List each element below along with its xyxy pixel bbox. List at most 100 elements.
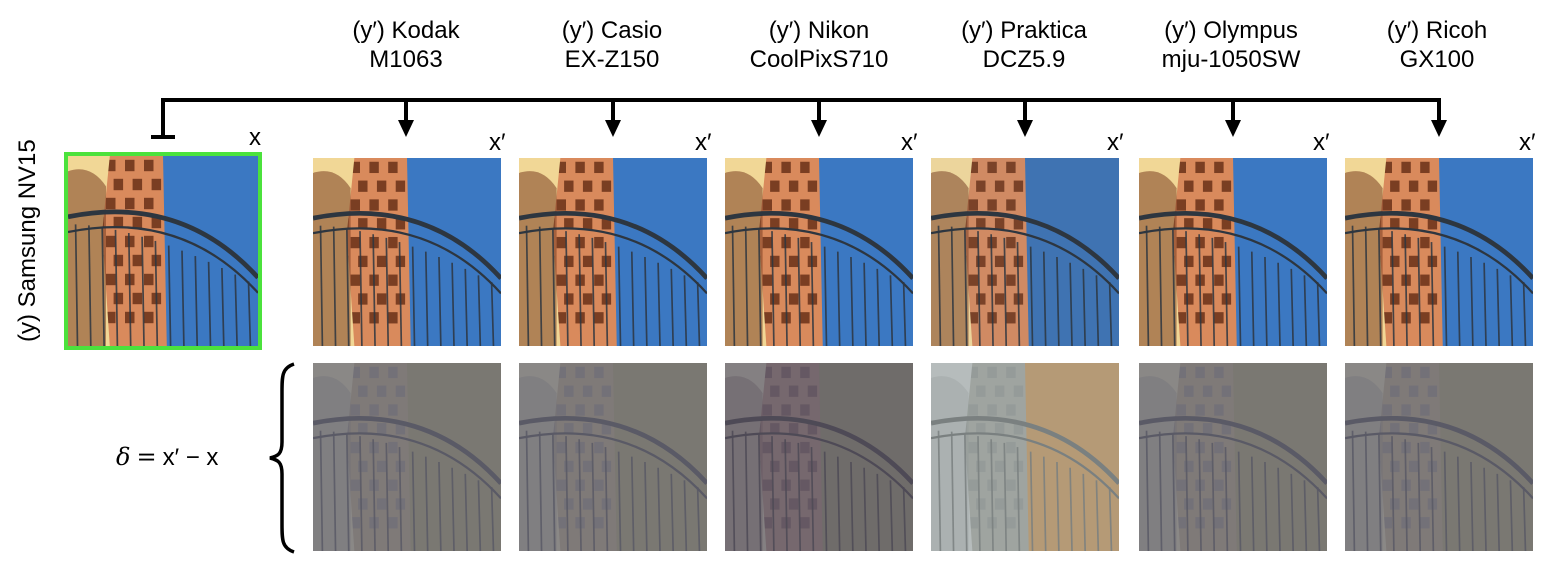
- shadow-arch: [1139, 376, 1177, 551]
- baluster: [696, 282, 701, 346]
- tower-window: [1390, 498, 1400, 510]
- baluster: [1250, 251, 1255, 346]
- tower-window: [369, 404, 379, 416]
- baluster: [902, 487, 907, 551]
- baluster: [490, 487, 495, 551]
- shadow-arch: [519, 376, 557, 551]
- tower-window: [106, 311, 116, 324]
- camera-name: (y′) Kodak: [352, 17, 460, 44]
- tower-window: [1184, 385, 1194, 397]
- baluster: [141, 236, 145, 346]
- baluster: [1483, 262, 1487, 346]
- delta-equals: =: [136, 443, 157, 471]
- tile-drawing: [519, 363, 707, 551]
- baluster: [990, 234, 994, 346]
- baluster: [696, 487, 701, 551]
- baluster: [114, 229, 119, 346]
- tower-window: [1006, 517, 1016, 529]
- tower-window: [788, 423, 799, 435]
- tower-window: [556, 479, 566, 491]
- tower-window: [582, 180, 593, 192]
- tower-window: [968, 236, 978, 249]
- tower-window: [807, 180, 818, 192]
- shadow-arch: [313, 376, 351, 551]
- tower-window: [781, 404, 791, 416]
- tower-window: [800, 199, 810, 211]
- tower-window: [1408, 498, 1419, 510]
- tower-window: [987, 404, 997, 416]
- baluster: [1069, 467, 1073, 551]
- tower-window: [1006, 404, 1016, 416]
- tower-window: [968, 274, 978, 286]
- camera-model: GX100: [1399, 46, 1475, 73]
- baluster: [1224, 242, 1229, 346]
- target-image-kodak: [313, 158, 501, 346]
- tower-window: [564, 498, 574, 510]
- tower-window: [594, 479, 604, 491]
- baluster: [617, 451, 622, 551]
- tower-window: [1390, 460, 1400, 473]
- tower-window: [564, 423, 574, 435]
- tower-window: [968, 479, 978, 491]
- tower-window: [1382, 199, 1392, 211]
- baluster: [950, 431, 955, 551]
- baluster: [1095, 480, 1100, 551]
- tower-window: [968, 199, 978, 211]
- tower-window: [968, 366, 978, 379]
- tower-window: [800, 479, 810, 491]
- baluster: [1364, 226, 1369, 346]
- tower-window: [1013, 423, 1024, 435]
- tower-window: [601, 423, 612, 435]
- tower-window: [350, 274, 360, 286]
- tower-window: [350, 366, 360, 379]
- tower-window: [582, 255, 593, 268]
- tower-window: [976, 423, 986, 435]
- baluster: [1171, 433, 1176, 551]
- baluster: [1198, 439, 1202, 551]
- tower-window: [770, 498, 780, 510]
- tower-window: [1221, 423, 1232, 435]
- tower-window: [350, 441, 360, 454]
- tower-window: [994, 423, 1005, 435]
- target-x-label: x′: [1313, 129, 1330, 156]
- baluster: [464, 473, 469, 551]
- tower-window: [994, 293, 1005, 305]
- tower-window: [762, 274, 772, 286]
- tower-window: [1013, 218, 1024, 230]
- tower-window: [1176, 312, 1186, 324]
- baluster: [578, 439, 582, 551]
- tower-window: [564, 385, 574, 397]
- tower-window: [807, 218, 818, 230]
- tower-window: [1382, 517, 1392, 529]
- tower-window: [350, 161, 360, 174]
- tower-window: [788, 293, 799, 305]
- baluster: [1211, 442, 1216, 551]
- tower-window: [994, 255, 1005, 268]
- target-camera-label-olympus: (y′) Olympus mju-1050SW: [1121, 16, 1341, 74]
- tower-window: [350, 236, 360, 249]
- target-x-label: x′: [901, 129, 918, 156]
- baluster: [167, 245, 172, 346]
- baluster: [1496, 473, 1501, 551]
- tower-window: [369, 161, 379, 174]
- tower-window: [770, 460, 780, 473]
- tower-window: [762, 404, 772, 416]
- camera-name: (y′) Olympus: [1164, 17, 1298, 44]
- tower-window: [968, 161, 978, 174]
- baluster: [1404, 234, 1408, 346]
- tower-window: [564, 460, 574, 473]
- baluster: [1417, 442, 1422, 551]
- baluster: [1430, 447, 1435, 551]
- tower-window: [1006, 274, 1016, 286]
- tower-window: [1382, 441, 1392, 454]
- baluster: [247, 281, 252, 346]
- tower-window: [376, 180, 387, 192]
- tower-window: [788, 498, 799, 510]
- tower-window: [1013, 385, 1024, 397]
- railing-top: [313, 415, 501, 485]
- tower-window: [1420, 161, 1430, 174]
- baluster: [234, 274, 238, 346]
- tower-window: [1427, 385, 1438, 397]
- baluster: [1443, 451, 1448, 551]
- baluster: [181, 250, 185, 346]
